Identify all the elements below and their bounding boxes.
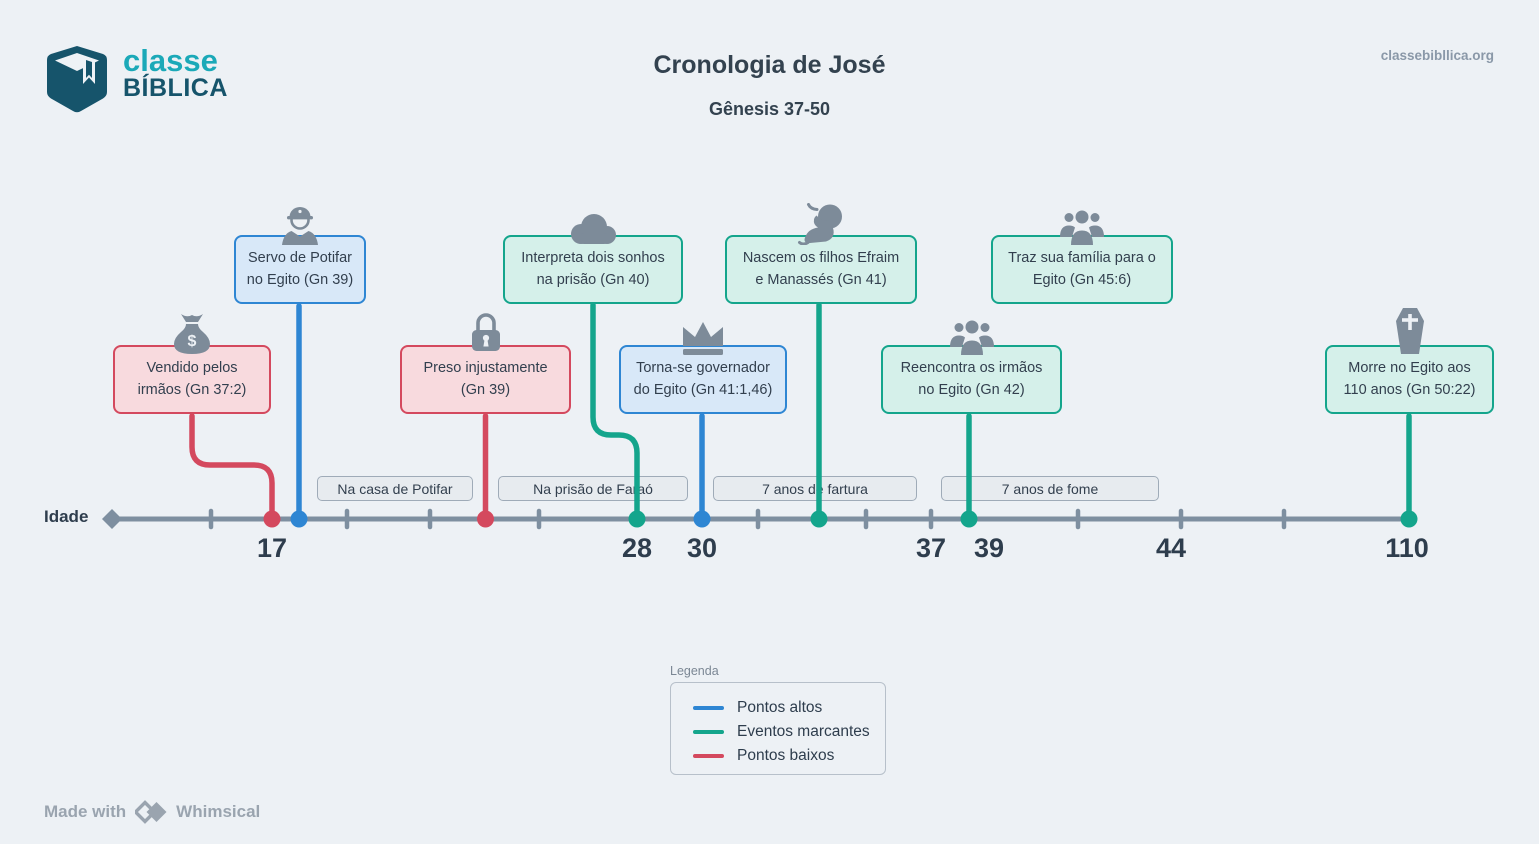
- event-card-nascem: Nascem os filhos Efraim e Manassés (Gn 4…: [725, 203, 917, 304]
- brand-name-bottom: BÍBLICA: [123, 74, 228, 102]
- legend-item-eventos-marcantes: Eventos marcantes: [693, 720, 885, 744]
- legend: Legenda Pontos altos Eventos marcantes P…: [670, 664, 886, 775]
- legend-swatch-blue: [693, 705, 724, 711]
- dot-governador: [693, 510, 711, 528]
- padlock-icon: [471, 313, 500, 351]
- period-casa-potifar: Na casa de Potifar: [317, 476, 473, 501]
- classe-biblica-logo: classe BÍBLICA: [45, 44, 228, 114]
- legend-label: Pontos altos: [737, 699, 823, 716]
- book-logo-icon: [47, 46, 107, 113]
- event-card-preso: Preso injustamente (Gn 39): [400, 313, 571, 414]
- dot-nascem: [810, 510, 828, 528]
- event-card-label: Nascem os filhos Efraim e Manassés (Gn 4…: [742, 249, 900, 288]
- event-card-label: Torna-se governador do Egito (Gn 41:1,46…: [633, 359, 773, 398]
- dot-servo: [290, 510, 308, 528]
- money-bag-icon: $: [174, 314, 210, 354]
- legend-swatch-teal: [693, 729, 724, 735]
- event-card-label: Servo de Potifar no Egito (Gn 39): [246, 249, 354, 288]
- legend-box: Pontos altos Eventos marcantes Pontos ba…: [670, 682, 886, 775]
- page-subtitle: Gênesis 37-50: [708, 99, 831, 119]
- age-110: 110: [1385, 533, 1429, 563]
- legend-title: Legenda: [670, 664, 719, 678]
- legend-item-pontos-baixos: Pontos baixos: [693, 744, 885, 768]
- connector-interpreta: [590, 302, 640, 518]
- website-url: classebibllica.org: [1380, 48, 1494, 63]
- event-card-label: Morre no Egito aos 110 anos (Gn 50:22): [1343, 359, 1476, 398]
- legend-item-pontos-altos: Pontos altos: [693, 696, 885, 720]
- event-card-label: Preso injustamente (Gn 39): [423, 359, 548, 398]
- family-group-icon: [1060, 210, 1104, 245]
- event-card-vendido: $ Vendido pelos irmãos (Gn 37:2): [113, 314, 271, 414]
- made-with-label: Made with: [44, 802, 127, 821]
- age-37: 37: [915, 533, 947, 563]
- age-44: 44: [1155, 533, 1187, 563]
- connector-vendido: [189, 413, 275, 518]
- axis-start-diamond: [102, 509, 122, 529]
- event-card-label: Reencontra os irmãos no Egito (Gn 42): [900, 359, 1043, 398]
- construction-worker-icon: [282, 207, 318, 245]
- period-fartura: 7 anos de fartura: [713, 476, 917, 501]
- age-30: 30: [686, 533, 718, 563]
- crown-icon: [683, 322, 723, 355]
- whimsical-label: Whimsical: [176, 802, 261, 821]
- dot-reencontra: [960, 510, 978, 528]
- age-17: 17: [256, 533, 288, 563]
- people-group-icon: [949, 320, 994, 355]
- dot-morre: [1400, 510, 1418, 528]
- dot-vendido: [263, 510, 281, 528]
- legend-label: Pontos baixos: [737, 747, 835, 764]
- event-card-label: Vendido pelos irmãos (Gn 37:2): [137, 359, 247, 398]
- event-card-label: Interpreta dois sonhos na prisão (Gn 40): [521, 249, 665, 288]
- legend-swatch-red: [693, 753, 724, 759]
- axis-ticks: [208, 508, 1287, 530]
- event-card-reencontra: Reencontra os irmãos no Egito (Gn 42): [881, 320, 1062, 414]
- whimsical-logo-icon: [135, 800, 167, 824]
- event-card-label: Traz sua família para o Egito (Gn 45:6): [1008, 249, 1156, 288]
- period-fome: 7 anos de fome: [941, 476, 1159, 501]
- coffin-icon: [1395, 308, 1424, 354]
- event-card-governador: Torna-se governador do Egito (Gn 41:1,46…: [619, 322, 787, 414]
- age-39: 39: [973, 533, 1005, 563]
- dream-cloud-icon: [571, 214, 616, 244]
- dot-interpreta: [628, 510, 646, 528]
- period-prisao-farao: Na prisão de Faraó: [498, 476, 688, 501]
- axis-label: Idade: [44, 507, 89, 526]
- page-title: Cronologia de José: [653, 51, 886, 79]
- brand-name-top: classe: [123, 43, 218, 78]
- event-card-morre: Morre no Egito aos 110 anos (Gn 50:22): [1325, 308, 1494, 414]
- legend-label: Eventos marcantes: [737, 723, 870, 740]
- event-card-interpreta: Interpreta dois sonhos na prisão (Gn 40): [503, 214, 683, 304]
- svg-text:$: $: [188, 333, 197, 350]
- made-with-whimsical: Made with Whimsical: [44, 799, 260, 825]
- event-card-servo: Servo de Potifar no Egito (Gn 39): [234, 207, 366, 304]
- age-28: 28: [621, 533, 653, 563]
- event-card-traz-familia: Traz sua família para o Egito (Gn 45:6): [991, 210, 1173, 304]
- baby-icon: [798, 203, 842, 245]
- dot-preso: [477, 510, 494, 528]
